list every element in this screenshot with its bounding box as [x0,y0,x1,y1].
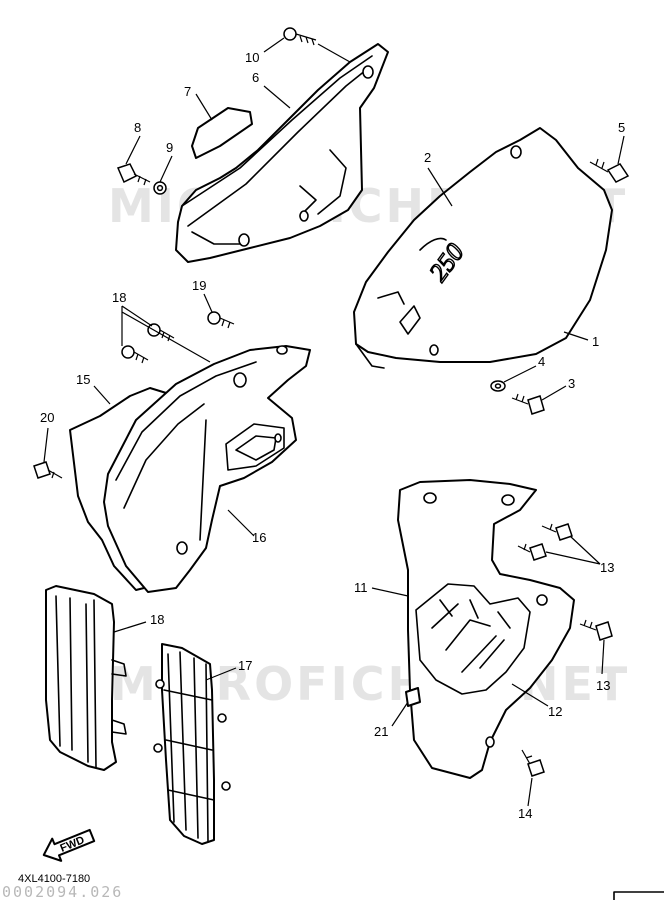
radiator-guard-grille[interactable] [153,643,231,845]
radiator-shroud-right[interactable] [103,345,311,593]
bolt-10 [283,27,317,46]
callout-1: 1 [592,334,599,349]
fwd-label: FWD [59,834,87,855]
side-cover-decal-7 [191,107,253,159]
callout-19: 20 [40,410,54,425]
bolt-19 [33,461,63,479]
bolt-13a [541,523,573,541]
side-cover-right[interactable]: 250 [353,127,613,369]
side-cover-left[interactable] [175,43,389,263]
callout-4: 4 [538,354,545,369]
clip-nut-21 [405,687,421,707]
nut-9 [153,181,167,195]
callout-16: 16 [252,530,266,545]
bolt-13c [579,619,613,641]
callout-9: 9 [166,140,173,155]
bolt-8 [116,163,151,186]
callout-18b: 19 [192,278,206,293]
callout-3: 3 [568,376,575,391]
diagram-code: 4XL4100-7180 [18,873,90,885]
serial-code: 0002094.026 [2,883,123,900]
leader-lines [43,37,625,807]
callout-18a: 18 [112,290,126,305]
callout-21: 21 [374,724,388,739]
callout-7: 7 [184,84,191,99]
radiator-guard-cover[interactable] [397,479,575,779]
corner-frame [613,891,664,900]
callout-15: 17 [238,658,252,673]
washer-4 [490,380,506,392]
callout-8: 8 [134,120,141,135]
callout-20: 18 [150,612,164,627]
bolt-18b [121,345,149,364]
fwd-arrow-icon: FWD [42,828,96,862]
bolt-18c [207,311,235,329]
bolt-5 [589,158,630,183]
callout-13a: 13 [600,560,614,575]
callout-14: 14 [518,806,532,821]
callout-17: 15 [76,372,90,387]
callout-2: 2 [424,150,431,165]
callout-12: 12 [548,704,562,719]
callout-10: 10 [245,50,259,65]
bolt-13b [517,543,547,561]
bolt-18a [147,323,175,342]
callout-13b: 13 [596,678,610,693]
callout-6: 6 [252,70,259,85]
callout-5: 5 [618,120,625,135]
bolt-3 [511,393,545,415]
callout-11: 11 [354,580,368,595]
bolt-14 [521,749,545,777]
callouts: 10 6 7 8 9 2 5 1 4 3 18 19 15 20 16 11 1… [40,50,625,821]
radiator-guard[interactable] [45,585,127,771]
